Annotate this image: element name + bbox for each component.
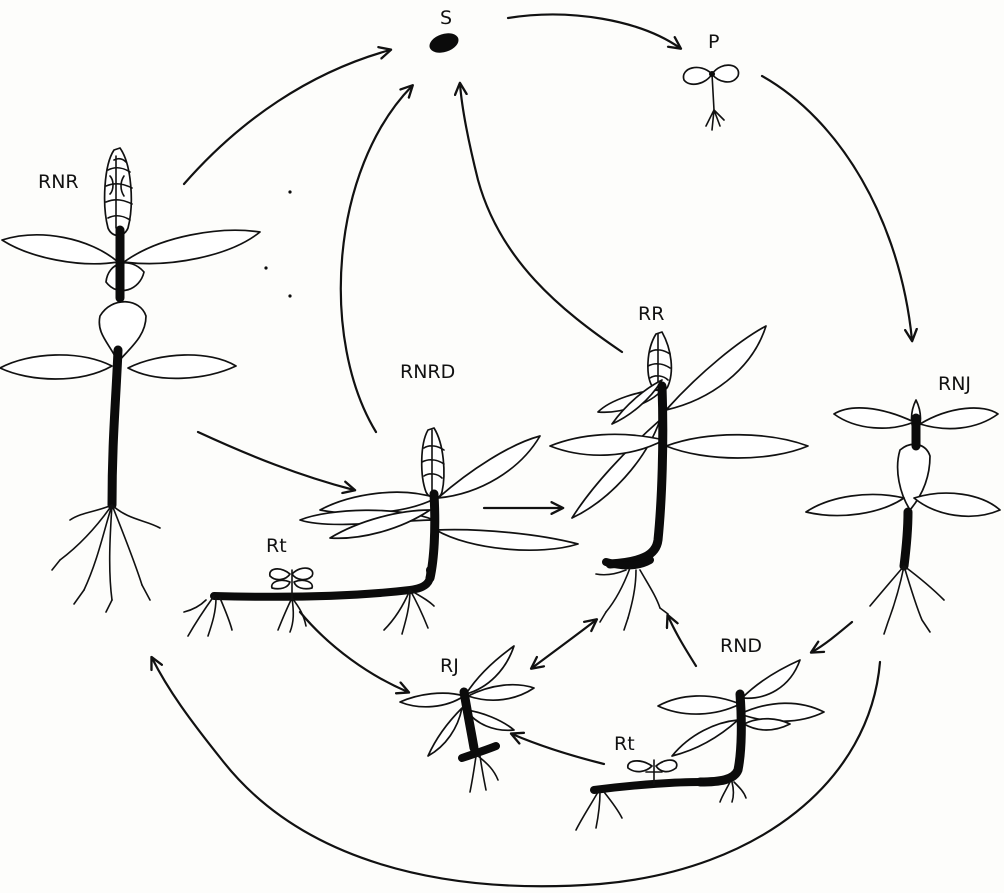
inflorescence-icon [422,428,444,498]
roots [52,505,160,612]
label-rr: RR [638,303,664,325]
arrow-plantlet-to-rnj [762,76,912,340]
leaf [672,720,738,756]
leaf [666,326,766,410]
leaf [744,719,790,730]
inflorescence-icon [105,148,132,236]
leaf [550,434,664,455]
rnd-plant: RND Rt [576,635,824,830]
leaf [742,660,800,698]
leaf [914,493,1000,516]
leaf [428,708,462,756]
arrow-rnd-to-rr [668,616,696,666]
stem [430,494,435,578]
label-rj: RJ [440,655,459,677]
label-rnrd: RNRD [400,361,455,383]
label-rnj: RNJ [938,373,971,395]
leaf [658,696,740,714]
leaf [920,408,998,429]
leaf [2,235,118,264]
stem [112,350,118,505]
rr-plant: RR [550,303,808,630]
label-rt-left: Rt [266,535,287,557]
leaf [400,693,464,707]
leaf [740,703,824,721]
arrow-rnd-rt-to-rj [512,734,604,764]
arrow-rt-to-rj [300,612,408,692]
seedling-icon [683,65,738,130]
leaf [666,435,808,458]
arrow-rj-rr [532,620,596,668]
stem [464,692,474,748]
leaf [0,355,112,379]
rnrd-plant: RNRD Rt [184,361,578,636]
roots [470,756,498,792]
arrow-rr-to-seed [460,84,622,352]
leaf [834,408,914,428]
label-rnr: RNR [38,171,79,193]
leaf [124,230,260,263]
stem [904,512,908,566]
label-rnd: RND [720,635,762,657]
leaf [438,436,540,498]
rnj-plant: RNJ [806,373,1000,634]
scan-specks [264,190,291,297]
rhizome [594,782,700,790]
arrow-rnr-to-rnrd [198,432,354,490]
rnr-plant: RNR [0,148,260,612]
leaf [436,530,578,551]
rj-plant: RJ [400,646,534,792]
bract [99,302,146,362]
seed-icon [427,30,461,56]
arrow-rnj-to-rnd [812,622,852,652]
roots [870,566,944,634]
label-rt-right: Rt [614,733,635,755]
leaf [806,494,904,515]
arrow-rnr-to-seed [184,50,390,184]
roots [596,568,668,630]
plantlet-node: P [683,31,738,130]
leaf [128,355,236,378]
arrow-seed-to-plantlet [508,15,680,48]
rhizome [214,570,430,597]
sheath [106,263,144,291]
label-plantlet: P [708,31,719,53]
seed-node: S [427,7,461,56]
label-seed: S [440,7,452,29]
